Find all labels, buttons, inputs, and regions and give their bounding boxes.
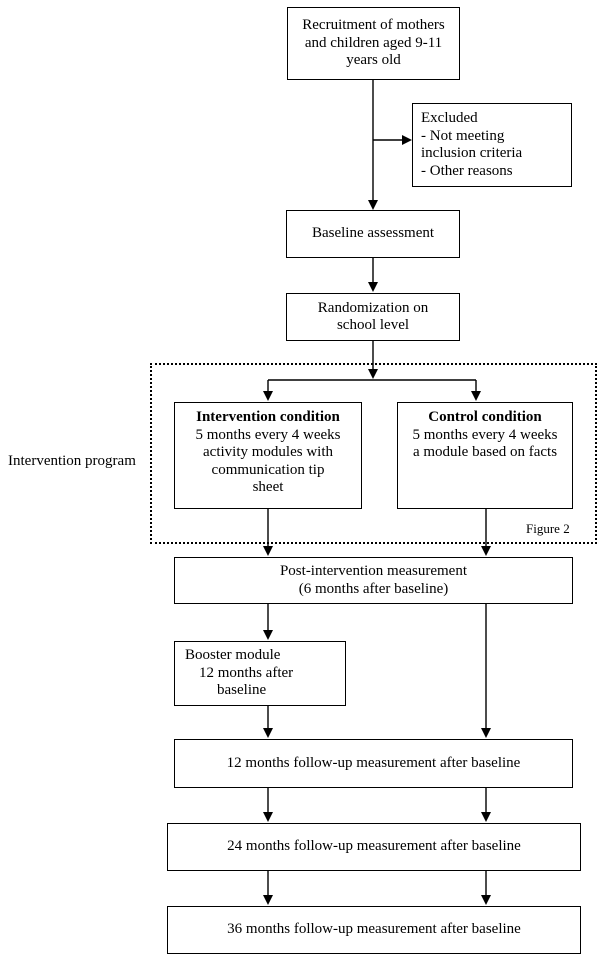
followup-36-box: 36 months follow-up measurement after ba…: [167, 906, 581, 954]
intervention-program-frame: [150, 363, 597, 544]
booster-line-2: 12 months after: [199, 664, 294, 681]
excluded-box: Excluded - Not meeting inclusion criteri…: [412, 103, 572, 187]
excluded-line-2: - Not meeting: [421, 127, 505, 144]
intervention-line-1: 5 months every 4 weeks: [195, 426, 341, 443]
intervention-line-3: communication tip: [211, 461, 325, 478]
baseline-box: Baseline assessment: [286, 210, 460, 258]
post-intervention-box: Post-intervention measurement (6 months …: [174, 557, 573, 604]
booster-line-1: Booster module: [185, 647, 281, 664]
excluded-line-4: - Other reasons: [421, 162, 513, 179]
intervention-program-label: Intervention program: [8, 453, 136, 469]
randomization-line-2: school level: [336, 317, 410, 333]
control-line-2: a module based on facts: [412, 444, 558, 460]
post-line-2: (6 months after baseline): [298, 580, 449, 597]
intervention-line-4: sheet: [252, 479, 284, 495]
randomization-line-1: Randomization on: [317, 299, 429, 316]
control-title: Control condition: [428, 409, 542, 425]
control-line-1: 5 months every 4 weeks: [412, 426, 558, 443]
intervention-line-2: activity modules with: [203, 444, 333, 460]
control-condition-box: Control condition 5 months every 4 weeks…: [397, 402, 573, 509]
recruitment-box: Recruitment of mothers and children aged…: [287, 7, 460, 80]
figure-label: Figure 2: [526, 521, 570, 536]
excluded-line-3: inclusion criteria: [421, 145, 523, 161]
excluded-line-1: Excluded: [421, 110, 478, 126]
post-line-1: Post-intervention measurement: [279, 563, 468, 579]
followup-24-text: 24 months follow-up measurement after ba…: [227, 838, 521, 855]
randomization-box: Randomization on school level: [286, 293, 460, 341]
recruitment-line-2: and children aged 9-11: [304, 34, 443, 51]
recruitment-line-1: Recruitment of mothers: [302, 17, 445, 34]
followup-12-text: 12 months follow-up measurement after ba…: [226, 754, 521, 771]
intervention-title: Intervention condition: [196, 409, 340, 425]
followup-36-text: 36 months follow-up measurement after ba…: [227, 921, 521, 938]
booster-line-3: baseline: [217, 682, 267, 699]
intervention-condition-box: Intervention condition 5 months every 4 …: [174, 402, 362, 509]
followup-12-box: 12 months follow-up measurement after ba…: [174, 739, 573, 788]
booster-box: Booster module 12 months after baseline: [174, 641, 346, 706]
baseline-text: Baseline assessment: [311, 225, 435, 242]
recruitment-line-3: years old: [346, 52, 401, 69]
followup-24-box: 24 months follow-up measurement after ba…: [167, 823, 581, 871]
